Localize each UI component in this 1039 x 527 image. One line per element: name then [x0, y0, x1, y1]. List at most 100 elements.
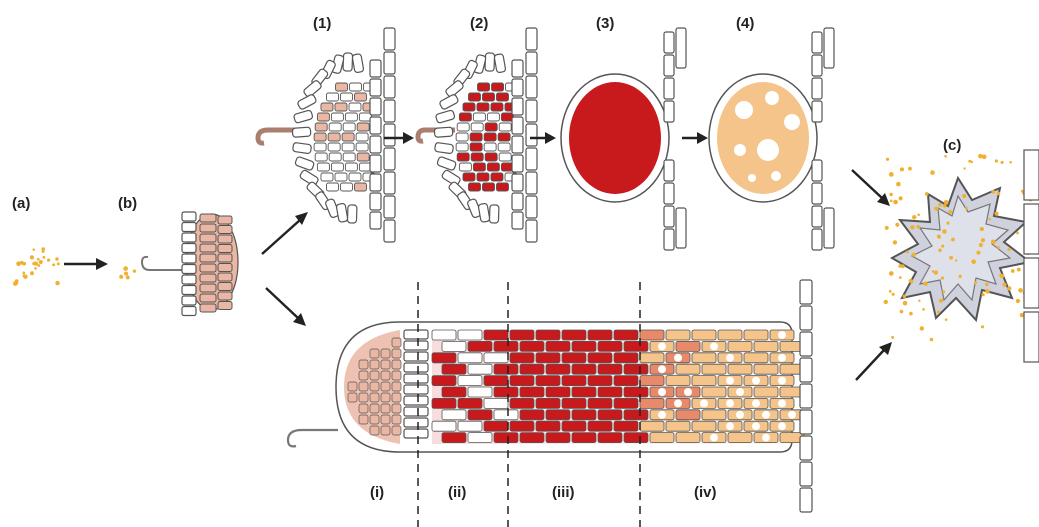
label-b: (b) [118, 195, 137, 212]
spore [981, 293, 984, 296]
spore [962, 194, 966, 198]
spore [988, 218, 991, 221]
spore [916, 225, 920, 229]
spore [903, 301, 908, 306]
spore [900, 310, 904, 314]
spore [939, 298, 943, 302]
spore [47, 258, 50, 261]
spore [889, 172, 894, 177]
spore [951, 238, 955, 242]
spore [1018, 288, 1023, 293]
spore [1009, 161, 1012, 164]
spore [32, 248, 35, 251]
label-c: (c) [943, 137, 961, 154]
arrow-stage-3-to-4 [682, 132, 708, 144]
label-a: (a) [12, 195, 30, 212]
elongated-fruiting-body [288, 280, 812, 512]
spore [55, 281, 59, 285]
spore [938, 203, 942, 207]
spore [57, 262, 60, 265]
arrow-a-to-b [64, 258, 108, 270]
spore [1016, 232, 1019, 235]
spore [925, 192, 929, 196]
spore [912, 253, 916, 257]
spore [32, 262, 35, 265]
label-stage-1: (1) [313, 15, 331, 32]
spore [39, 260, 43, 264]
arrow-b-to-elongated-body [266, 288, 306, 326]
spore [941, 245, 944, 248]
spore [912, 215, 916, 219]
spore [941, 276, 944, 279]
spore [944, 155, 947, 158]
spore [123, 266, 128, 271]
label-zone-iv: (iv) [694, 484, 717, 501]
label-stage-2: (2) [470, 15, 488, 32]
label-zone-i: (i) [370, 484, 384, 501]
arrow-b-to-stage-1 [262, 212, 308, 254]
spore [891, 336, 894, 339]
spore [937, 310, 940, 313]
spore [976, 251, 980, 255]
spore [981, 238, 985, 242]
label-zone-iii: (iii) [552, 484, 575, 501]
spore [971, 259, 976, 264]
spore [923, 281, 928, 286]
spore [889, 271, 894, 276]
spore [893, 240, 897, 244]
spore [920, 326, 924, 330]
spore [20, 261, 24, 265]
spore [1016, 299, 1020, 303]
spore [991, 190, 995, 194]
spore [997, 246, 1000, 249]
spore [126, 275, 130, 279]
spore [982, 154, 987, 159]
stage-3-body [561, 28, 686, 250]
stage-4-body [709, 28, 834, 250]
spore [884, 300, 888, 304]
spore [959, 275, 962, 278]
spore [980, 227, 984, 231]
spore [889, 290, 892, 293]
spore [896, 182, 901, 187]
spore [991, 239, 996, 244]
spore [934, 270, 938, 274]
spore [918, 300, 920, 302]
spore [948, 210, 952, 214]
spore [885, 226, 889, 230]
spore [944, 200, 949, 205]
spore [974, 281, 977, 284]
arrow-stage-4-to-c [852, 170, 890, 206]
spore [52, 263, 55, 266]
spore [909, 312, 913, 316]
spore [886, 158, 889, 161]
spore [949, 256, 953, 260]
spore [30, 255, 34, 259]
spore [119, 275, 123, 279]
spore [930, 338, 934, 342]
spore [965, 207, 968, 210]
spore [15, 282, 18, 285]
spore [945, 318, 948, 321]
label-stage-4: (4) [736, 15, 754, 32]
spore [1007, 286, 1011, 290]
spore [37, 258, 40, 261]
spore [942, 290, 945, 293]
spore [906, 250, 909, 253]
spore [979, 243, 983, 247]
spore [985, 283, 989, 287]
stage-2-body [418, 28, 537, 242]
label-zone-ii: (ii) [448, 484, 466, 501]
spore [917, 213, 920, 216]
spore [903, 294, 907, 298]
spore [908, 167, 912, 171]
spore [895, 223, 899, 227]
stage-1-body [258, 28, 395, 242]
spore [899, 276, 902, 279]
spore-cluster-a [13, 247, 60, 286]
spore [922, 308, 925, 311]
spore [43, 256, 46, 259]
spore [994, 212, 998, 216]
spore [963, 167, 965, 169]
